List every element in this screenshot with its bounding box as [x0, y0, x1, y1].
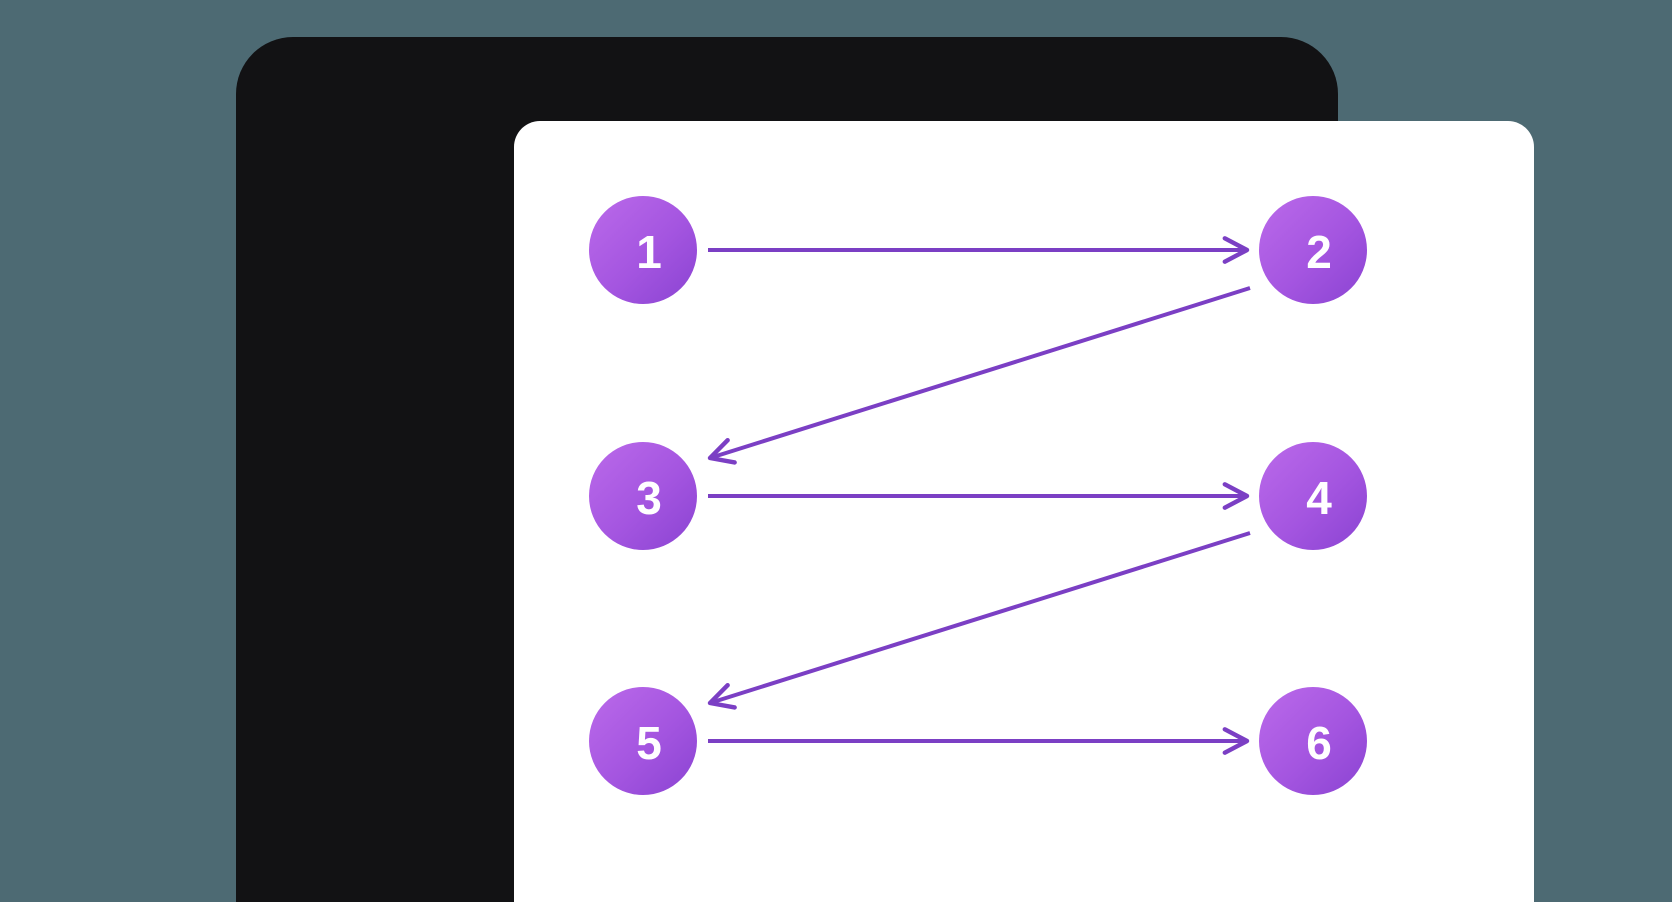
edge-4-to-5[interactable]	[707, 531, 1251, 710]
node-5-circle[interactable]	[589, 687, 697, 795]
node-1-circle[interactable]	[589, 196, 697, 304]
node-4-label: 4	[1306, 472, 1332, 524]
edge-2-to-3[interactable]	[707, 286, 1251, 465]
node-1[interactable]: 1	[589, 196, 697, 304]
node-5[interactable]: 5	[589, 687, 697, 795]
node-2[interactable]: 2	[1259, 196, 1367, 304]
node-2-circle[interactable]	[1259, 196, 1367, 304]
node-3-label: 3	[636, 472, 662, 524]
node-group: 1 2 3 4	[589, 196, 1367, 795]
node-2-label: 2	[1306, 226, 1332, 278]
node-6-circle[interactable]	[1259, 687, 1367, 795]
node-6[interactable]: 6	[1259, 687, 1367, 795]
node-1-label: 1	[636, 226, 662, 278]
edge-group	[707, 236, 1251, 755]
node-6-label: 6	[1306, 717, 1332, 769]
device-bezel: 1 2 3 4	[237, 38, 1534, 902]
device-screen: 1 2 3 4	[514, 121, 1534, 902]
node-link-diagram: 1 2 3 4	[589, 196, 1367, 795]
node-4[interactable]: 4	[1259, 442, 1367, 550]
node-5-label: 5	[636, 717, 662, 769]
node-4-circle[interactable]	[1259, 442, 1367, 550]
node-3[interactable]: 3	[589, 442, 697, 550]
node-3-circle[interactable]	[589, 442, 697, 550]
